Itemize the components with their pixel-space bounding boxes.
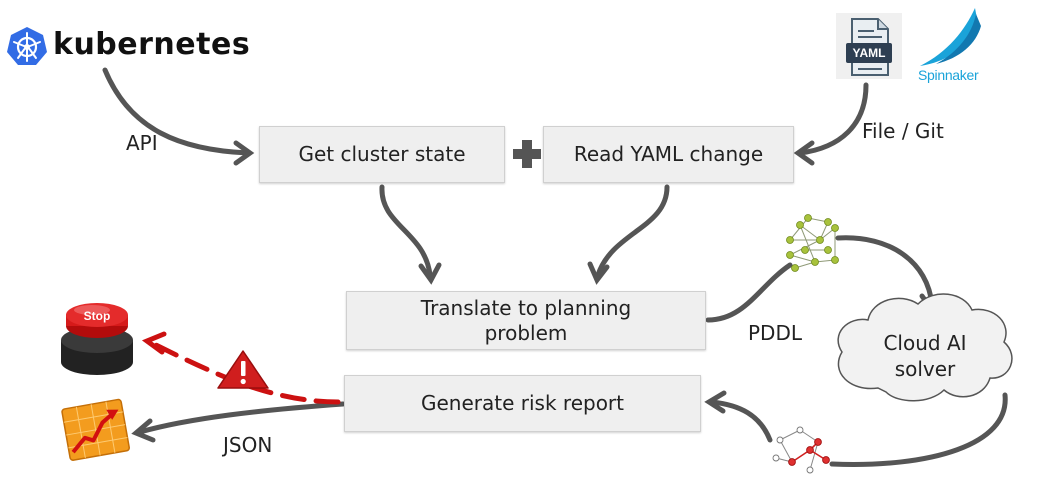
translate-text-line2: problem [484,320,568,345]
file-git-label: File / Git [862,119,944,143]
get-cluster-state-box: Get cluster state [259,126,505,183]
yaml-file-icon [836,13,902,79]
translate-text-line1: Translate to planning [420,295,632,320]
pddl-label: PDDL [748,321,803,345]
arrowhead-json [131,418,156,443]
translate-planning-box: Translate to planning problem [346,291,706,350]
arrow-network-to-report [709,399,773,443]
cloud-text-line1: Cloud AI [883,331,967,355]
arrowhead-cluster-to-translate [418,262,442,285]
arrow-json [137,401,346,435]
generate-risk-report-box: Generate risk report [344,375,701,432]
network-icon [772,426,830,474]
arrow-file-git [797,82,869,156]
cloud-ai-solver-text: Cloud AI solver [855,330,995,382]
cloud-icon [837,293,1013,402]
arrowhead-stop-warning [141,331,167,355]
kubernetes-icon [7,27,47,65]
yaml-file-label: YAML [852,46,886,60]
read-yaml-change-box: Read YAML change [543,126,794,183]
get-cluster-state-text: Get cluster state [298,142,466,166]
stop-button-text: Stop [84,309,111,323]
spinnaker-logo-text: Spinnaker [918,67,979,83]
arrow-cluster-to-translate [379,184,433,278]
arrow-cloud-to-network [829,392,1008,467]
arrowhead-network-to-report [704,390,727,414]
kubernetes-logo-text: kubernetes [53,27,251,62]
arrowhead-file-git [793,140,815,166]
graph-icon [786,214,839,272]
spinnaker-icon [920,8,981,66]
arrowhead-api [233,140,255,166]
api-label: API [126,131,158,155]
generate-risk-report-text: Generate risk report [421,391,624,415]
warning-icon [217,350,269,389]
arrowhead-yaml-to-translate [587,261,610,285]
stop-button-icon: Stop [61,303,133,375]
arrow-translate-to-pddl [705,262,793,323]
json-label: JSON [223,433,273,457]
chart-icon [61,398,130,461]
read-yaml-change-text: Read YAML change [573,142,764,166]
arrow-graph-to-cloud [835,235,935,308]
arrow-yaml-to-translate [595,184,670,278]
plus-icon [513,140,541,168]
cloud-text-line2: solver [894,357,956,381]
arrow-api [102,67,251,156]
